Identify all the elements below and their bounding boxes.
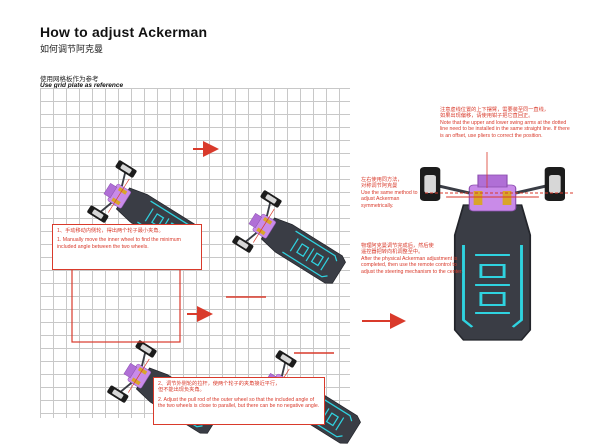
symmetry-note-en: Use the same method to adjust Ackerman s… — [361, 189, 418, 209]
car-illustration-final — [420, 152, 575, 340]
symmetry-note-cn-1: 左右使用同方法， — [361, 177, 403, 183]
swing-arm-note-cn-2: 如果出现偏移，请使用钳子把它直回正。 — [440, 113, 534, 120]
highlight-box — [71, 257, 181, 343]
remote-note-en: After the physical Ackerman adjustment i… — [361, 255, 463, 275]
swing-arm-note: 注意虚线位置的上下摆臂，需要装至同一直线， 如果出现偏移，请使用钳子把它直回正。… — [440, 107, 570, 139]
step1-note-en: 1. Manually move the inner wheel to find… — [57, 237, 181, 250]
car-illustration-2 — [230, 188, 357, 300]
step2-note-en: 2. Adjust the pull rod of the outer whee… — [158, 396, 320, 410]
step2-note: 2、调节外侧轮的拉杆，使两个轮子的夹角接近平行， 但不能出现负夹角。 2. Ad… — [153, 377, 325, 425]
swing-arm-note-cn-1: 注意虚线位置的上下摆臂，需要装至同一直线， — [440, 107, 549, 113]
page-title: How to adjust Ackerman — [40, 24, 208, 40]
step2-note-cn-1: 2、调节外侧轮的拉杆，使两个轮子的夹角接近平行， — [158, 381, 281, 387]
grid-label-en: Use grid plate as reference — [40, 82, 124, 89]
page-subtitle: 如何调节阿克曼 — [40, 44, 104, 54]
swing-arm-note-en: Note that the upper and lower swing arms… — [440, 119, 570, 139]
grid-label-cn: 使用网格板作为参考 — [40, 76, 99, 83]
remote-note: 物理阿克曼调节完成后，然后使 遥控器把转向机调整至中。 After the ph… — [361, 243, 466, 275]
step2-note-cn-2: 但不能出现负夹角。 — [158, 387, 205, 394]
remote-note-cn-1: 物理阿克曼调节完成后，然后使 — [361, 243, 434, 249]
remote-note-cn-2: 遥控器把转向机调整至中。 — [361, 249, 424, 256]
step1-note-cn: 1、手动移动内侧轮，得出两个轮子最小夹角。 — [57, 228, 164, 234]
symmetry-note-cn-2: 对称调节阿克曼 — [361, 183, 398, 190]
symmetry-note: 左右使用同方法， 对称调节阿克曼 Use the same method to … — [361, 177, 423, 209]
step1-note: 1、手动移动内侧轮，得出两个轮子最小夹角。 1. Manually move t… — [52, 224, 202, 270]
